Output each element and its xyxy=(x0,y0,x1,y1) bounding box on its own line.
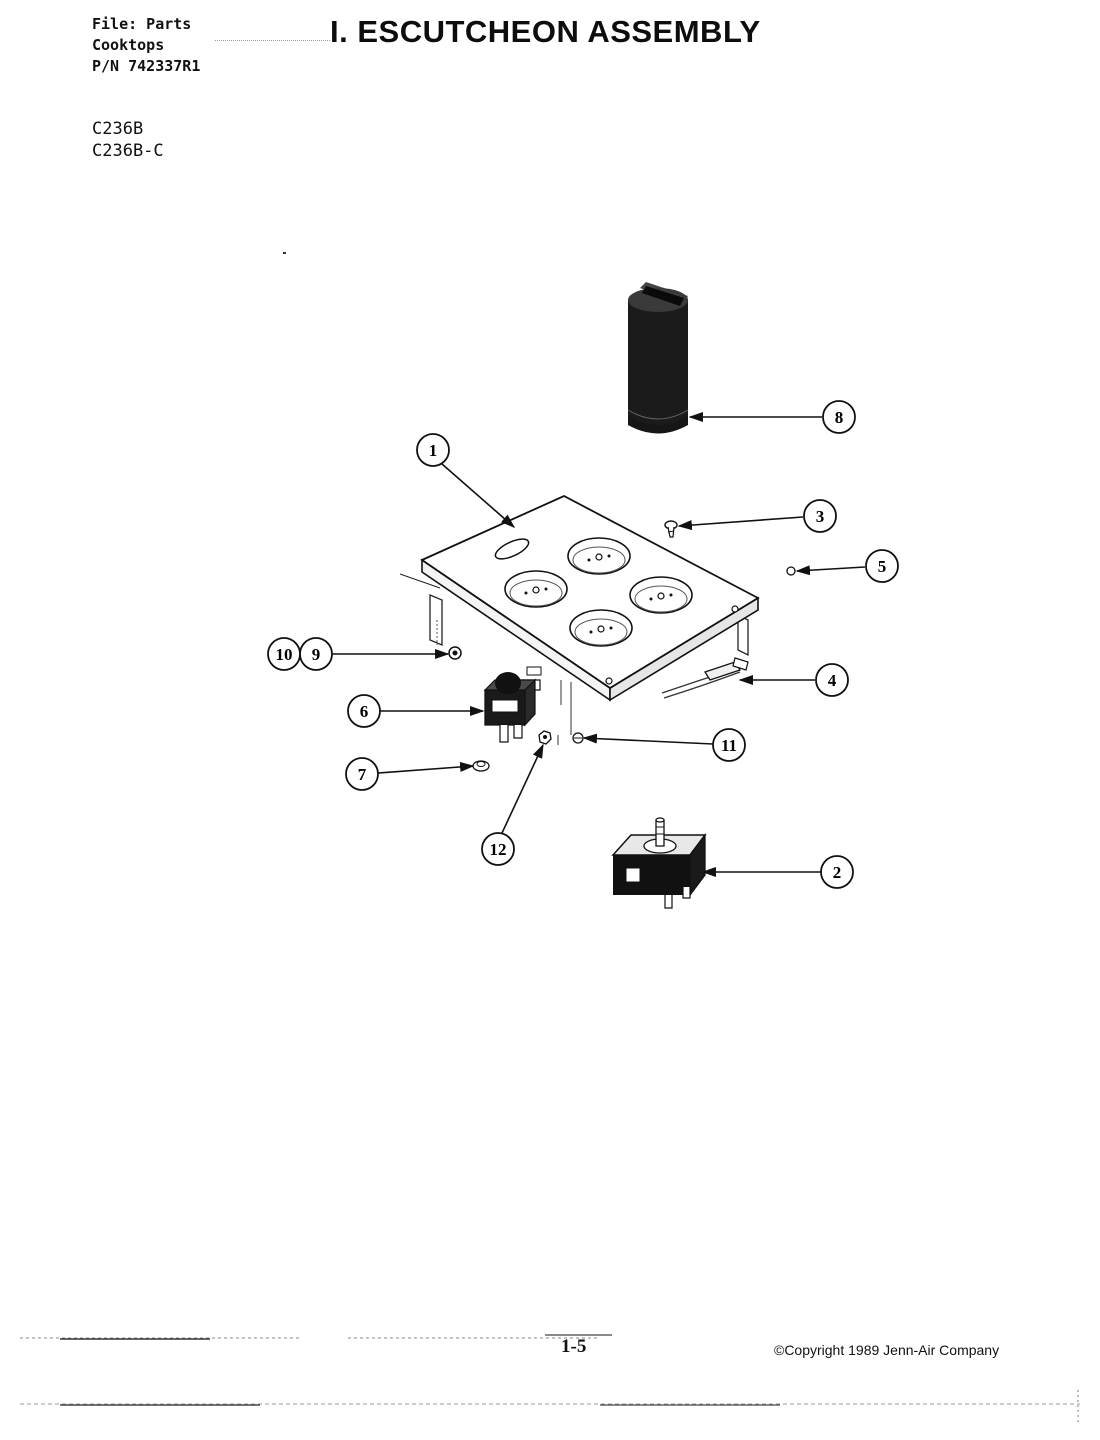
leader-line xyxy=(795,565,866,576)
callout-8: 8 xyxy=(822,400,856,434)
leader-line xyxy=(441,463,516,528)
file-label: File: Parts xyxy=(92,15,192,33)
category-label: Cooktops xyxy=(92,36,165,54)
callout-10: 10 xyxy=(267,637,301,671)
svg-text:5: 5 xyxy=(878,557,887,576)
svg-text:8: 8 xyxy=(835,408,844,427)
callout-12: 12 xyxy=(481,832,515,866)
page-title: I. ESCUTCHEON ASSEMBLY xyxy=(330,14,761,49)
leader-line xyxy=(501,743,544,834)
svg-text:2: 2 xyxy=(833,863,842,882)
hex-nut-part xyxy=(538,730,552,745)
callout-9: 9 xyxy=(299,637,333,671)
leader-line xyxy=(582,733,714,745)
switch-part xyxy=(483,666,542,743)
callout-2: 2 xyxy=(820,855,854,889)
callouts: 1 2 3 4 5 6 7 8 xyxy=(267,400,899,889)
infinite-switch-part xyxy=(611,817,707,909)
page-number: 1-5 xyxy=(561,1336,587,1357)
model-list: C236B C236B-C xyxy=(92,118,164,162)
footer-rules xyxy=(20,1334,1080,1422)
leader-lines xyxy=(332,411,866,878)
copyright-notice: ©Copyright 1989 Jenn-Air Company xyxy=(774,1342,1000,1358)
svg-text:12: 12 xyxy=(490,840,507,859)
leader-line xyxy=(677,516,804,531)
knob-opening xyxy=(567,537,631,575)
svg-text:1: 1 xyxy=(429,441,438,460)
file-header: File: Parts Cooktops P/N 742337R1 xyxy=(92,14,200,77)
grommet-part xyxy=(472,760,490,772)
screw-part xyxy=(664,520,678,538)
callout-5: 5 xyxy=(865,549,899,583)
svg-text:7: 7 xyxy=(358,765,367,784)
escutcheon-panel-part xyxy=(399,494,760,735)
callout-6: 6 xyxy=(347,694,381,728)
callout-3: 3 xyxy=(803,499,837,533)
model-number: C236B xyxy=(92,119,144,139)
svg-text:11: 11 xyxy=(721,736,737,755)
knob-opening xyxy=(629,576,693,614)
callout-1: 1 xyxy=(416,433,450,467)
svg-text:6: 6 xyxy=(360,702,369,721)
svg-text:9: 9 xyxy=(312,645,321,664)
knob-opening xyxy=(504,570,568,608)
part-number-label: P/N 742337R1 xyxy=(92,57,201,75)
model-number: C236B-C xyxy=(92,141,164,161)
title-leader-dots xyxy=(215,40,330,41)
control-knob-part xyxy=(627,282,689,434)
svg-text:4: 4 xyxy=(828,671,837,690)
nut-part xyxy=(448,646,462,660)
leader-line xyxy=(377,761,475,774)
svg-text:10: 10 xyxy=(276,645,293,664)
svg-text:3: 3 xyxy=(816,507,825,526)
callout-4: 4 xyxy=(815,663,849,697)
knob-opening xyxy=(569,609,633,647)
plug-part xyxy=(786,566,796,576)
callout-11: 11 xyxy=(712,728,746,762)
wire-harness-part xyxy=(661,657,749,699)
callout-7: 7 xyxy=(345,757,379,791)
